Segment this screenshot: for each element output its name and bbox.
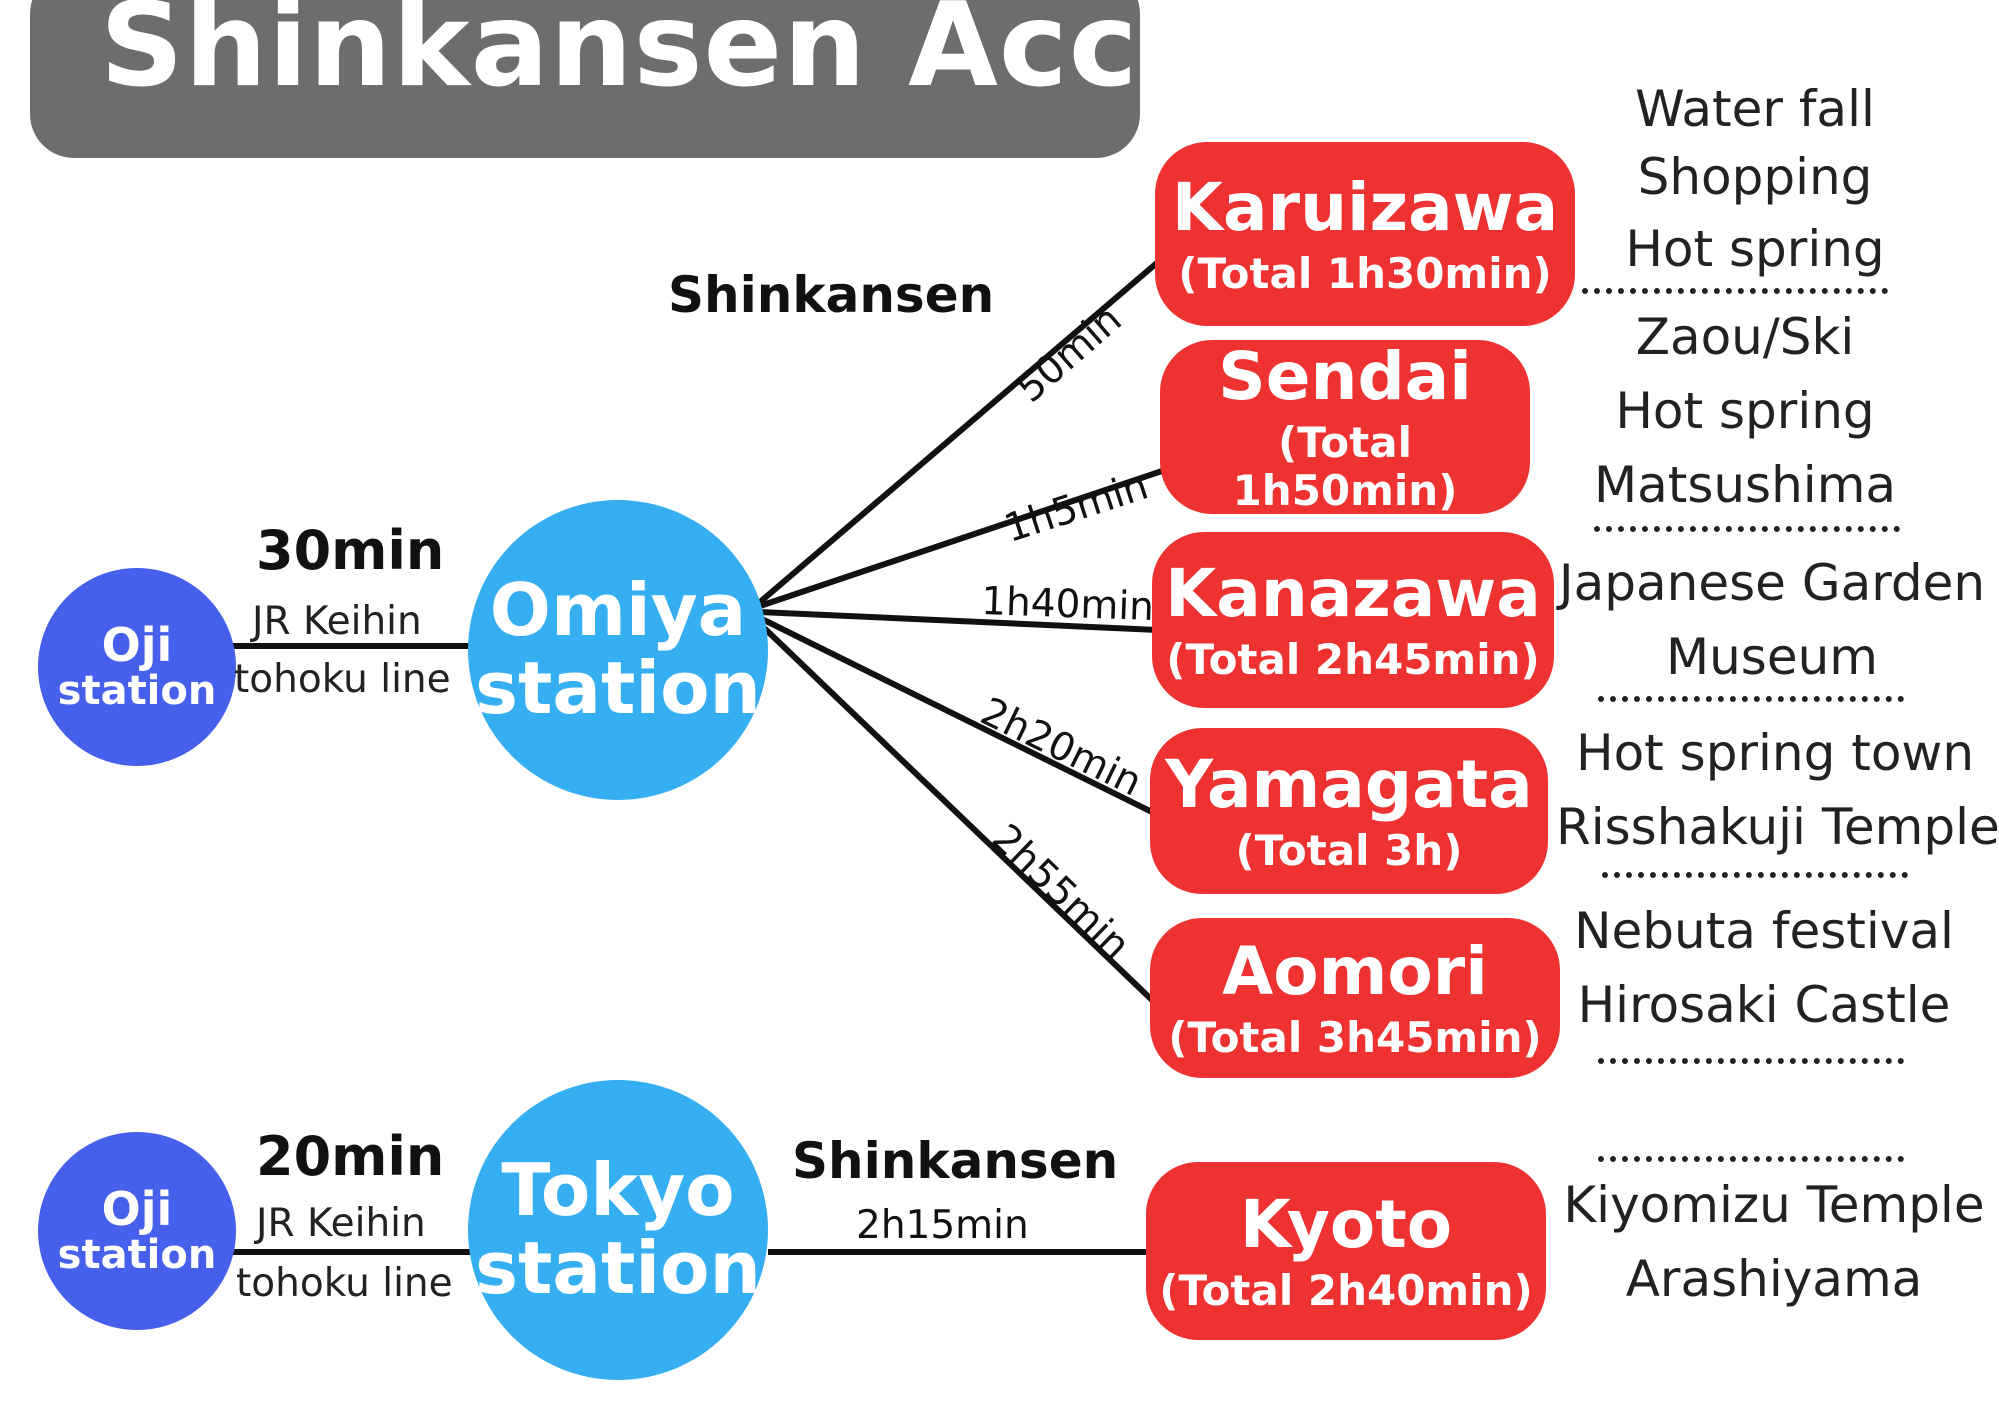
destination-yamagata: Yamagata (Total 3h) bbox=[1150, 728, 1548, 894]
destination-total: (Total 2h40min) bbox=[1159, 1265, 1533, 1315]
destination-kyoto: Kyoto (Total 2h40min) bbox=[1146, 1162, 1546, 1340]
attraction-item: Hot spring bbox=[1625, 220, 1885, 278]
attraction-divider bbox=[1594, 526, 1900, 532]
attraction-divider bbox=[1598, 696, 1904, 702]
omiya-station-name: Omiya bbox=[489, 568, 747, 653]
destination-aomori: Aomori (Total 3h45min) bbox=[1150, 918, 1560, 1078]
omiya-station-suffix: station bbox=[475, 646, 761, 730]
attraction-item: Japanese Garden bbox=[1558, 554, 1986, 612]
attraction-item: Risshakuji Temple bbox=[1556, 798, 1999, 856]
destination-kanazawa: Kanazawa (Total 2h45min) bbox=[1152, 532, 1554, 708]
route-line-sendai bbox=[759, 467, 1166, 609]
page-title: Shinkansen Access bbox=[100, 0, 1359, 113]
attraction-item: Hirosaki Castle bbox=[1577, 976, 1951, 1034]
tokyo-station-name: Tokyo bbox=[501, 1148, 735, 1233]
attraction-item: Shopping bbox=[1637, 148, 1873, 206]
attraction-divider bbox=[1582, 288, 1888, 294]
attraction-divider bbox=[1602, 872, 1908, 878]
omiya-station-circle: Omiya station bbox=[468, 500, 768, 800]
oji-station-name: Oji bbox=[101, 1181, 173, 1236]
attraction-item: Nebuta festival bbox=[1574, 902, 1954, 960]
attractions-kanazawa: Japanese Garden Museum bbox=[1558, 558, 1986, 682]
destination-name: Sendai bbox=[1218, 337, 1472, 415]
attractions-karuizawa: Water fall Shopping Hot spring bbox=[1600, 84, 1910, 274]
destination-name: Yamagata bbox=[1165, 745, 1533, 823]
oji-tokyo-line-name-1: JR Keihin bbox=[256, 1201, 426, 1246]
oji-omiya-time: 30min bbox=[256, 519, 445, 582]
title-banner: Shinkansen Access bbox=[30, 0, 1357, 158]
attraction-item: Kiyomizu Temple bbox=[1563, 1176, 1985, 1234]
attraction-item: Hot spring town bbox=[1575, 724, 1975, 782]
oji-station-circle: Oji station bbox=[38, 568, 236, 766]
oji-omiya-line-name-2: tohoku line bbox=[234, 657, 451, 702]
attractions-sendai: Zaou/Ski Hot spring Matsushima bbox=[1560, 312, 1930, 510]
oji-station-suffix: station bbox=[57, 668, 217, 715]
destination-karuizawa: Karuizawa (Total 1h30min) bbox=[1155, 142, 1575, 326]
destination-name: Aomori bbox=[1222, 932, 1488, 1010]
tokyo-station-circle: Tokyo station bbox=[468, 1080, 768, 1380]
destination-name: Karuizawa bbox=[1171, 168, 1559, 246]
destination-total: (Total 3h45min) bbox=[1168, 1012, 1542, 1062]
attraction-item: Water fall bbox=[1635, 80, 1875, 138]
destination-total: (Total 3h) bbox=[1235, 825, 1463, 875]
tokyo-station-suffix: station bbox=[475, 1226, 761, 1310]
route-line-aomori bbox=[757, 621, 1155, 1003]
oji-tokyo-time: 20min bbox=[256, 1125, 445, 1188]
attraction-item: Arashiyama bbox=[1625, 1250, 1923, 1308]
attractions-kyoto: Kiyomizu Temple Arashiyama bbox=[1560, 1180, 1988, 1304]
attraction-item: Zaou/Ski bbox=[1635, 308, 1855, 366]
oji-station-suffix: station bbox=[57, 1232, 217, 1279]
destination-total: (Total 2h45min) bbox=[1166, 634, 1540, 684]
destination-total: (Total 1h30min) bbox=[1178, 248, 1552, 298]
route-line-karuizawa bbox=[758, 259, 1160, 605]
lower-shinkansen-label: Shinkansen bbox=[792, 1132, 1119, 1190]
route-time-kyoto: 2h15min bbox=[856, 1203, 1029, 1248]
attractions-yamagata: Hot spring town Risshakuji Temple bbox=[1556, 724, 1999, 856]
oji-omiya-line-name-1: JR Keihin bbox=[252, 599, 422, 644]
attraction-item: Hot spring bbox=[1615, 382, 1875, 440]
attraction-item: Matsushima bbox=[1593, 456, 1897, 514]
attractions-aomori: Nebuta festival Hirosaki Castle bbox=[1564, 906, 1964, 1030]
destination-name: Kyoto bbox=[1239, 1185, 1453, 1263]
route-line-yamagata bbox=[758, 615, 1160, 818]
destination-sendai: Sendai (Total 1h50min) bbox=[1160, 337, 1530, 515]
attraction-item: Museum bbox=[1665, 628, 1879, 686]
route-line-kanazawa bbox=[759, 609, 1159, 633]
route-time-kanazawa: 1h40min bbox=[980, 579, 1155, 631]
oji-station-name: Oji bbox=[101, 617, 173, 672]
oji-tokyo-line-name-2: tohoku line bbox=[236, 1261, 453, 1306]
oji-station-circle-lower: Oji station bbox=[38, 1132, 236, 1330]
destination-total: (Total 1h50min) bbox=[1232, 417, 1458, 515]
upper-shinkansen-label: Shinkansen bbox=[668, 266, 995, 324]
attraction-divider bbox=[1598, 1156, 1904, 1162]
destination-name: Kanazawa bbox=[1165, 554, 1541, 632]
attraction-divider bbox=[1598, 1058, 1904, 1064]
